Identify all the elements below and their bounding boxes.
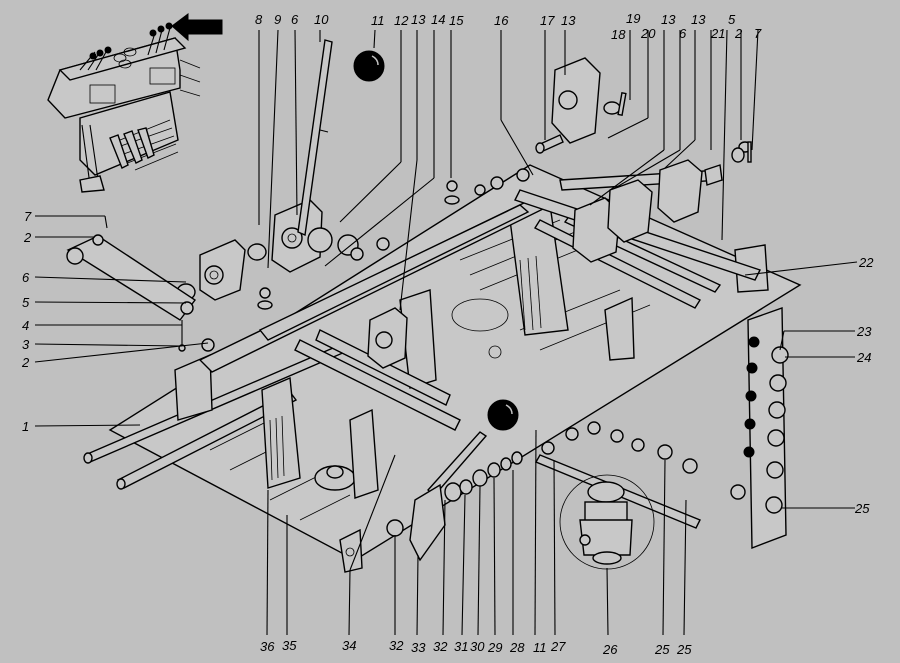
callout-label: 23: [856, 324, 872, 339]
callouts-top: 8 9 6 10 11 12 13 14 15 16 17 13 18 19 2…: [255, 11, 762, 42]
callout-label: 25: [654, 642, 670, 657]
callout-label: 22: [858, 255, 874, 270]
callout-label: 6: [291, 12, 299, 27]
cab-panel-inset: [47, 13, 223, 193]
callout-label: 3: [22, 337, 30, 352]
callout-label: 21: [710, 26, 725, 41]
valve-unit: [559, 474, 655, 570]
callout-label: 25: [676, 642, 692, 657]
callouts-bottom: 36 35 34 32 33 32 31 30 29 28 11 27 26 2…: [260, 638, 692, 657]
callout-label: 2: [734, 26, 743, 41]
shafts: [83, 344, 347, 490]
callout-label: 1: [22, 419, 29, 434]
callout-label: 25: [854, 501, 870, 516]
callout-label: 4: [22, 318, 29, 333]
link-arm: [66, 234, 197, 352]
callout-label: 27: [550, 639, 566, 654]
callout-label: 13: [561, 13, 576, 28]
callout-label: 18: [611, 27, 626, 42]
ball-knob-center: [487, 399, 519, 431]
callout-label: 10: [314, 12, 329, 27]
callout-label: 24: [856, 350, 871, 365]
clevis-parts: [176, 57, 752, 369]
callout-label: 16: [494, 13, 509, 28]
callout-label: 31: [454, 639, 468, 654]
right-fittings: [765, 346, 789, 514]
leader-lines: [34, 29, 858, 636]
callout-label: 19: [626, 11, 640, 26]
callout-label: 36: [260, 639, 275, 654]
callout-label: 11: [371, 13, 385, 28]
callout-label: 20: [640, 26, 656, 41]
ball-knob-top: [353, 50, 385, 82]
callout-label: 14: [431, 12, 445, 27]
callout-label: 30: [470, 639, 485, 654]
callout-label: 26: [602, 642, 618, 657]
callout-label: 11: [533, 640, 547, 655]
callout-label: 5: [22, 295, 30, 310]
callout-label: 28: [509, 640, 525, 655]
callout-label: 9: [274, 12, 281, 27]
callout-label: 7: [754, 26, 762, 41]
callout-label: 5: [728, 12, 736, 27]
callout-label: 13: [411, 12, 426, 27]
callout-label: 13: [661, 12, 676, 27]
callout-label: 8: [255, 12, 263, 27]
callout-label: 32: [433, 639, 448, 654]
callout-label: 32: [389, 638, 404, 653]
callout-label: 33: [411, 640, 426, 655]
callout-label: 6: [22, 270, 30, 285]
callouts-right: 22 23 24 25: [854, 255, 874, 516]
callouts-left: 7 2 6 5 4 3 2 1: [21, 209, 32, 434]
callout-label: 12: [394, 13, 409, 28]
callout-label: 6: [679, 26, 687, 41]
right-bracket: [743, 307, 789, 550]
arrow-left-icon: [171, 13, 223, 42]
spring-stack: [386, 431, 523, 562]
support-brackets: [174, 204, 769, 499]
callout-label: 34: [342, 638, 356, 653]
callout-label: 29: [487, 640, 502, 655]
callout-label: 7: [24, 209, 32, 224]
callout-label: 35: [282, 638, 297, 653]
callout-label: 2: [21, 355, 30, 370]
callout-label: 17: [540, 13, 555, 28]
callout-label: 13: [691, 12, 706, 27]
callout-label: 15: [449, 13, 464, 28]
rod: [297, 39, 333, 237]
callout-label: 2: [23, 230, 32, 245]
